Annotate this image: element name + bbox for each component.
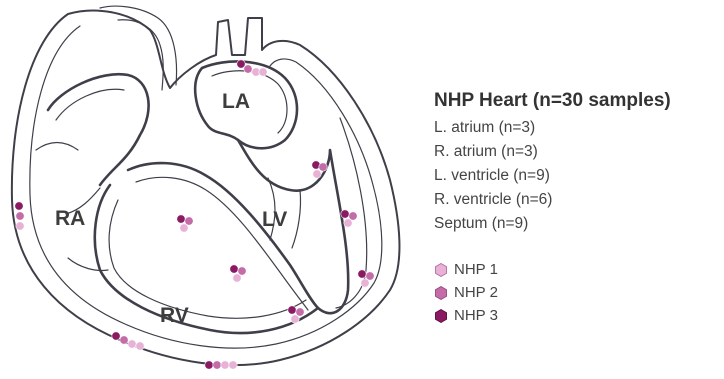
panel-title: NHP Heart (n=30 samples) [434,90,722,112]
legend-item-nhp1: NHP 1 [434,258,722,281]
label-right-atrium: RA [55,207,85,230]
sample-dot-nhp3 [230,265,238,273]
sample-dot-nhp2 [349,212,357,220]
region-septum: Septum (n=9) [434,212,722,236]
label-left-ventricle: LV [262,208,287,231]
legend-item-nhp3: NHP 3 [434,304,722,327]
legend-label: NHP 3 [454,307,498,324]
sample-dot-nhp3 [341,210,349,218]
region-right-ventricle: R. ventricle (n=6) [434,188,722,212]
sample-dot-nhp2 [120,336,128,344]
hexagon-icon [434,286,448,300]
sample-dot-nhp2 [319,163,327,171]
sample-dot-nhp2 [213,361,221,369]
heart-outer-outline [12,11,400,366]
sample-dot-nhp1 [344,219,352,227]
info-panel: NHP Heart (n=30 samples) L. atrium (n=3)… [434,90,722,327]
sample-dot-nhp2 [366,272,374,280]
legend: NHP 1 NHP 2 NHP 3 [434,258,722,327]
sample-dot-nhp1 [361,279,369,287]
sample-dot-nhp1 [259,68,267,76]
sample-dot-nhp1 [221,361,229,369]
sample-dot-nhp2 [185,217,193,225]
sample-dot-nhp1 [291,315,299,323]
heart-diagram: LA RA LV RV [0,0,430,379]
sample-dot-nhp2 [296,308,304,316]
sample-dot-nhp3 [237,60,245,68]
sample-dot-nhp1 [229,361,237,369]
region-list: L. atrium (n=3) R. atrium (n=3) L. ventr… [434,116,722,236]
sample-dot-nhp3 [288,306,296,314]
sample-dot-nhp1 [233,274,241,282]
sample-dot-nhp3 [177,215,185,223]
sample-dot-nhp1 [128,340,136,348]
legend-item-nhp2: NHP 2 [434,281,722,304]
region-left-atrium: L. atrium (n=3) [434,116,722,140]
label-left-atrium: LA [222,90,250,113]
left-ventricle-wall [238,140,348,313]
region-left-ventricle: L. ventricle (n=9) [434,164,722,188]
hexagon-icon [434,263,448,277]
sample-dot-nhp3 [205,361,213,369]
sample-dot-nhp1 [180,224,188,232]
legend-label: NHP 2 [454,284,498,301]
sample-dot-nhp1 [16,222,24,230]
legend-label: NHP 1 [454,261,498,278]
sample-dot-nhp1 [313,170,321,178]
sample-dot-nhp3 [358,270,366,278]
sample-dot-nhp3 [112,332,120,340]
sample-dot-nhp2 [16,212,24,220]
sample-dot-nhp2 [238,267,246,275]
sample-dot-nhp2 [244,65,252,73]
sample-dot-nhp3 [15,202,23,210]
label-right-ventricle: RV [160,304,189,327]
region-right-atrium: R. atrium (n=3) [434,140,722,164]
sample-dot-nhp1 [136,342,144,350]
heart-inner-outline [30,26,382,348]
hexagon-icon [434,309,448,323]
